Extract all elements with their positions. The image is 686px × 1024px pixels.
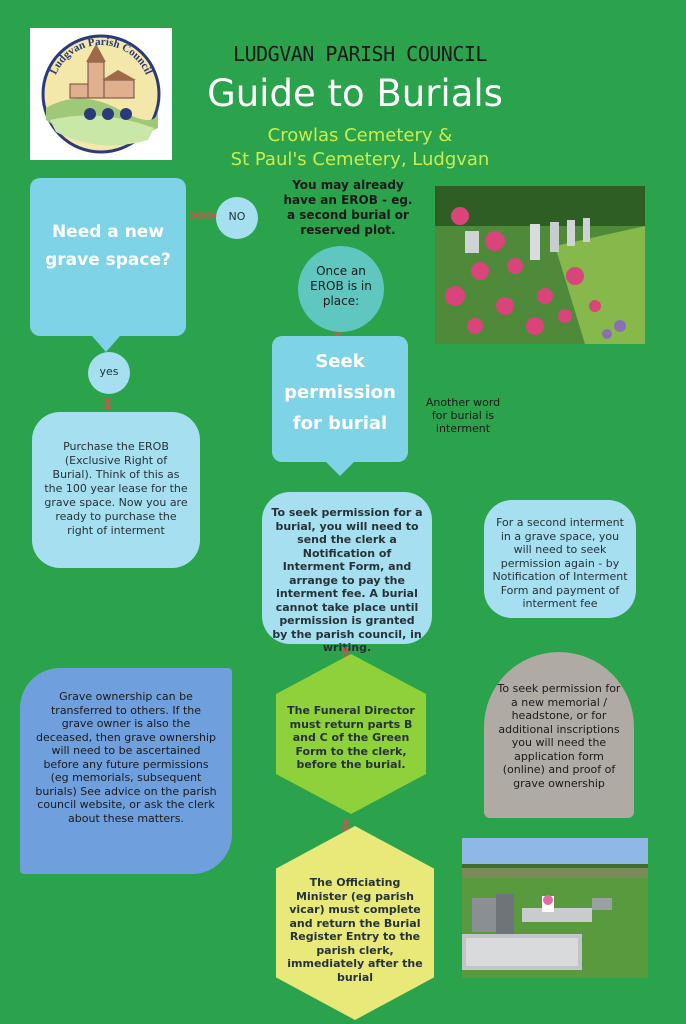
once-erob-circle: Once an EROB is in place: (298, 246, 384, 332)
memorial-box: To seek permission for a new memorial / … (484, 652, 634, 818)
funeral-director-hexagon: The Funeral Director must return parts B… (276, 654, 426, 814)
erob-already-text: You may already have an EROB - eg. a sec… (283, 178, 413, 237)
no-circle: NO (216, 197, 258, 239)
purchase-erob-text: Purchase the EROB (Exclusive Right of Bu… (44, 440, 188, 537)
interment-note: Another word for burial is interment (425, 396, 501, 435)
yes-label: yes (99, 365, 119, 378)
funeral-director-text: The Funeral Director must return parts B… (287, 704, 415, 771)
ownership-text: Grave ownership can be transferred to ot… (35, 690, 217, 825)
second-interment-box: For a second interment in a grave space,… (484, 500, 636, 618)
org-name: LUDGVAN PARISH COUNCIL (233, 42, 487, 66)
ownership-box: Grave ownership can be transferred to ot… (20, 668, 232, 874)
no-label: NO (228, 210, 246, 223)
need-new-grave-tail (92, 336, 120, 352)
seek-detail-text: To seek permission for a burial, you wil… (271, 506, 423, 654)
minister-text: The Officiating Minister (eg parish vica… (287, 876, 423, 984)
chevron-right-icon: >>> (188, 208, 217, 224)
cemetery-photo-graves (462, 838, 648, 978)
purchase-erob-box: Purchase the EROB (Exclusive Right of Bu… (32, 412, 200, 568)
cemetery-photo-flowers (435, 186, 645, 344)
need-new-grave-box: Need a new grave space? (30, 178, 186, 336)
page-title: Guide to Burials (207, 72, 503, 115)
second-interment-text: For a second interment in a grave space,… (492, 516, 628, 610)
subtitle-line-1: Crowlas Cemetery & (267, 125, 453, 146)
seek-permission-box: Seek permission for burial (272, 336, 408, 462)
seek-detail-box: To seek permission for a burial, you wil… (262, 492, 432, 654)
yes-circle: yes (88, 352, 130, 394)
subtitle-line-2: St Paul's Cemetery, Ludgvan (230, 149, 490, 170)
minister-hexagon: The Officiating Minister (eg parish vica… (276, 826, 434, 1020)
subtitle: Crowlas Cemetery & St Paul's Cemetery, L… (200, 124, 520, 172)
need-new-grave-text: Need a new grave space? (45, 222, 171, 270)
memorial-text: To seek permission for a new memorial / … (497, 682, 621, 790)
seek-permission-text: Seek permission for burial (284, 351, 396, 434)
once-erob-text: Once an EROB is in place: (310, 264, 372, 308)
seek-permission-tail (326, 462, 354, 476)
council-logo: Ludgvan Parish Council (30, 28, 172, 160)
chevron-down-icon: v (334, 328, 341, 341)
